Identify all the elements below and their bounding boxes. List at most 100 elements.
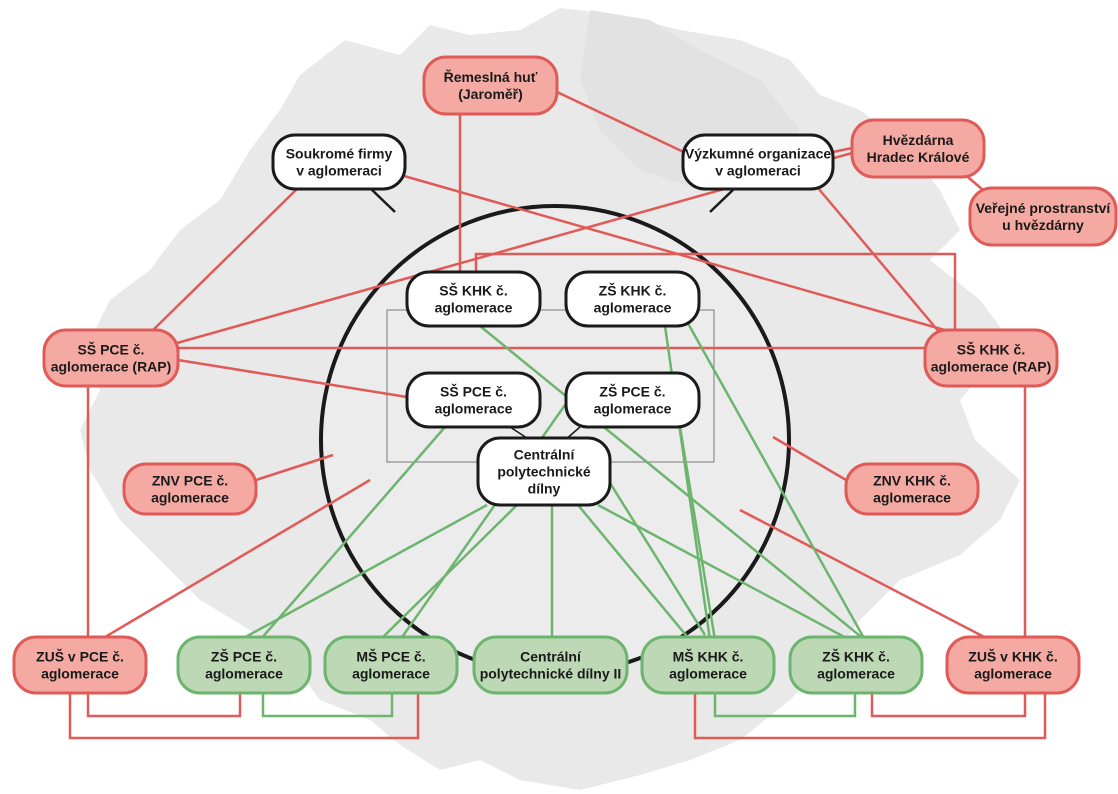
green-connector	[713, 693, 857, 718]
node-box	[271, 133, 407, 191]
node-znv-pce: ZNV PCE č.aglomerace	[122, 462, 258, 516]
black-connector	[369, 187, 396, 213]
green-connector	[379, 504, 518, 641]
node-label: MŠ PCE č.	[356, 648, 425, 665]
node-box	[323, 635, 459, 695]
node-box	[640, 635, 776, 695]
node-box	[176, 635, 312, 695]
node-box	[405, 371, 542, 429]
green-connector	[608, 482, 707, 636]
node-ss-khk-in: SŠ KHK č.aglomerace	[405, 270, 542, 328]
red-connector	[772, 435, 847, 482]
red-connector	[556, 90, 691, 157]
node-ms-pce-out: MŠ PCE č.aglomerace	[323, 635, 459, 695]
node-label: SŠ PCE č.	[440, 383, 507, 400]
node-label: ZNV KHK č.	[873, 473, 951, 489]
node-box	[923, 328, 1059, 388]
red-connector	[68, 693, 420, 740]
node-box	[405, 270, 542, 328]
node-label: Řemeslná huť	[444, 68, 538, 85]
node-box	[476, 436, 612, 507]
red-connector	[739, 508, 991, 642]
red-connector	[474, 252, 957, 333]
node-label: aglomerace	[817, 666, 895, 682]
node-label: aglomerace	[435, 300, 513, 316]
node-label: SŠ PCE č.	[78, 341, 145, 358]
green-connector	[259, 426, 446, 641]
node-label: aglomerace (RAP)	[51, 359, 172, 375]
red-connector	[99, 478, 371, 642]
node-label: Hradec Králové	[867, 149, 970, 165]
node-label: aglomerace	[151, 490, 229, 506]
node-label: ZŠ KHK č.	[822, 648, 890, 665]
node-label: MŠ KHK č.	[673, 648, 744, 665]
node-box	[564, 371, 701, 429]
node-label: Výzkumné organizace	[685, 146, 831, 162]
node-ss-pce-rap: SŠ PCE č.aglomerace (RAP)	[42, 328, 180, 388]
green-connector	[577, 504, 691, 641]
node-box	[681, 133, 835, 191]
node-label: (Jaroměř)	[458, 86, 523, 102]
green-connector	[239, 503, 488, 642]
node-label: aglomerace	[873, 490, 951, 506]
node-box	[968, 186, 1118, 247]
node-label: v aglomeraci	[296, 163, 382, 179]
node-label: Centrální	[520, 649, 582, 665]
node-label: dílny	[528, 481, 561, 497]
node-box	[42, 328, 180, 388]
red-connector	[389, 170, 956, 335]
node-label: aglomerace	[352, 666, 430, 682]
node-box	[12, 635, 148, 695]
red-connector	[817, 187, 941, 334]
node-zs-pce-out: ZŠ PCE č.aglomerace	[176, 635, 312, 695]
red-connector	[86, 386, 242, 718]
node-label: ZUŠ v PCE č.	[36, 648, 124, 665]
node-ss-pce-in: SŠ PCE č.aglomerace	[405, 371, 542, 429]
node-label: SŠ KHK č.	[957, 341, 1025, 358]
green-connector	[597, 503, 851, 642]
node-label: aglomerace	[205, 666, 283, 682]
node-zs-pce-in: ZŠ PCE č.aglomerace	[564, 371, 701, 429]
node-label: aglomerace	[669, 666, 747, 682]
node-label: ZŠ PCE č.	[599, 383, 665, 400]
node-label: aglomerace	[974, 666, 1052, 682]
red-connector	[177, 358, 408, 399]
node-label: polytechnické	[497, 464, 591, 480]
green-connector	[261, 693, 394, 718]
node-label: ZNV PCE č.	[152, 473, 228, 489]
node-label: Hvězdárna	[883, 132, 954, 148]
node-label: aglomerace	[435, 401, 513, 417]
node-label: Centrální	[514, 447, 576, 463]
node-label: SŠ KHK č.	[439, 282, 507, 299]
red-connector	[832, 146, 853, 154]
red-connector	[149, 185, 301, 334]
node-box	[788, 635, 924, 695]
node-remeslna: Řemeslná huť(Jaroměř)	[422, 55, 559, 116]
node-box	[945, 635, 1081, 695]
green-connector	[479, 325, 866, 641]
node-ss-khk-rap: SŠ KHK č.aglomerace (RAP)	[923, 328, 1059, 388]
node-label: v aglomeraci	[715, 163, 801, 179]
node-box	[122, 462, 258, 516]
red-connector	[870, 386, 1027, 718]
node-label: Soukromé firmy	[286, 146, 393, 162]
node-zs-khk-in: ZŠ KHK č.aglomerace	[564, 270, 701, 328]
node-label: polytechnické dílny II	[480, 666, 622, 682]
node-box	[850, 118, 986, 179]
node-znv-khk: ZNV KHK č.aglomerace	[844, 462, 980, 516]
node-box	[472, 635, 629, 695]
node-label: Veřejné prostranství	[976, 200, 1112, 216]
red-connector	[693, 693, 1047, 740]
node-box	[422, 55, 559, 116]
node-label: aglomerace	[594, 300, 672, 316]
red-connector	[255, 453, 334, 482]
node-label: aglomerace	[41, 666, 119, 682]
